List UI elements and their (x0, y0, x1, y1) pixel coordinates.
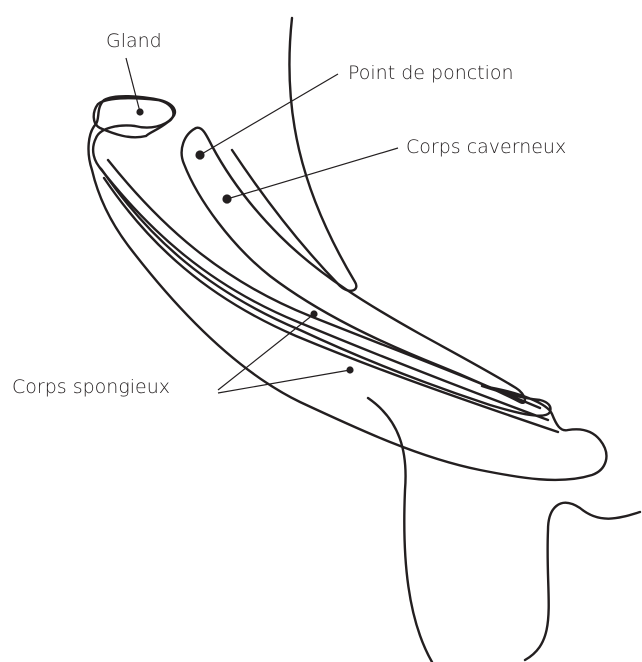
dot-cavernous-body (222, 194, 231, 203)
leader-puncture-point (200, 74, 338, 155)
glans (94, 98, 174, 137)
inner-sheath-upper (108, 160, 540, 408)
corpus-cavernosum (182, 128, 525, 403)
dot-spongy-body-2 (346, 366, 353, 373)
scrotum-outline (525, 503, 640, 660)
label-cavernous-body: Corps caverneux (406, 136, 566, 158)
label-puncture-point: Point de ponction (348, 62, 514, 84)
label-spongy-body: Corps spongieux (12, 376, 170, 398)
label-gland: Gland (106, 30, 162, 52)
leader-spongy-body-2 (218, 370, 350, 393)
leader-gland (126, 58, 140, 112)
urethra-lower (104, 178, 558, 432)
dot-spongy-body-1 (310, 310, 317, 317)
dot-gland (136, 108, 143, 115)
dot-puncture-point (195, 150, 204, 159)
